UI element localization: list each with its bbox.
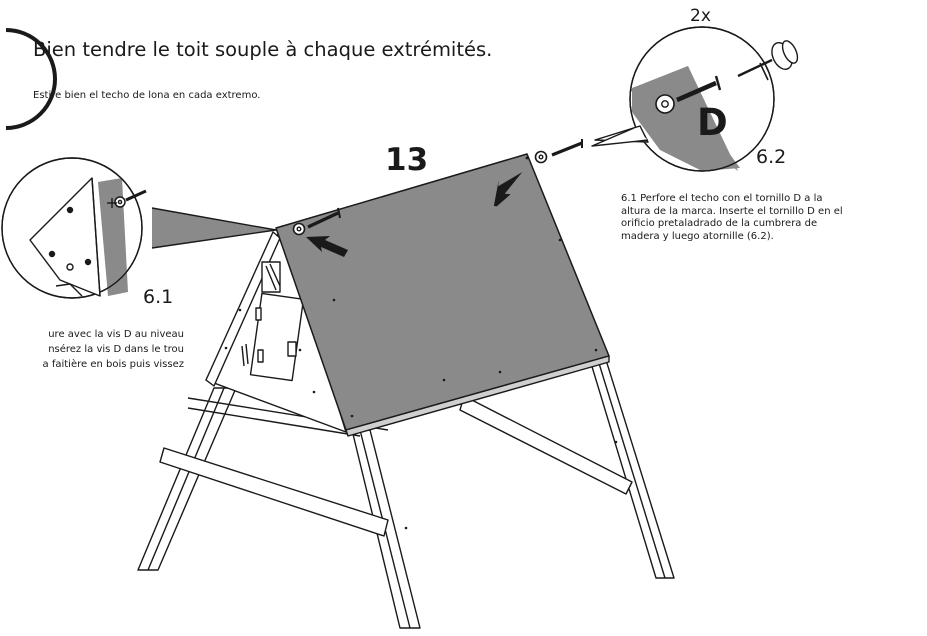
- coop-door: [249, 292, 305, 382]
- roof-screw-holes: [224, 156, 618, 530]
- step-circle-marker: [5, 28, 57, 130]
- note-fr-line: ure avec la vis D au niveau: [48, 329, 184, 340]
- screw-icon: [676, 80, 717, 103]
- detail-label-6-1: 6.1: [143, 286, 174, 308]
- instruction-title-fr: Bien tendre le toit souple à chaque extr…: [33, 38, 493, 61]
- coop-front-wall: [205, 225, 347, 433]
- step-number: 13: [385, 142, 429, 178]
- note-fr-line: a faitière en bois puis vissez: [42, 359, 184, 370]
- detail-label-6-2: 6.2: [756, 146, 787, 168]
- instruction-note-es: 6.1 Perfore el techo con el tornillo D a…: [621, 193, 843, 242]
- detail-circle-6-2: [594, 26, 799, 172]
- washer-icon: [292, 222, 306, 236]
- washer-icon: [534, 150, 548, 164]
- quantity-label: 2x: [688, 6, 713, 26]
- arrow-icon: [493, 171, 523, 207]
- note-fr-line: nsérez la vis D dans le trou: [48, 344, 184, 355]
- instruction-title-es: Estire bien el techo de lona en cada ext…: [33, 90, 261, 101]
- instruction-note-fr: ure avec la vis D au niveau nsérez la vi…: [0, 327, 184, 372]
- arrow-icon: [306, 236, 348, 257]
- part-letter: D: [697, 101, 728, 144]
- screw-icon: [534, 139, 583, 164]
- screwdriver-icon: [737, 40, 799, 81]
- screw-icon: [292, 207, 341, 236]
- detail-circle-6-1: [1, 157, 277, 299]
